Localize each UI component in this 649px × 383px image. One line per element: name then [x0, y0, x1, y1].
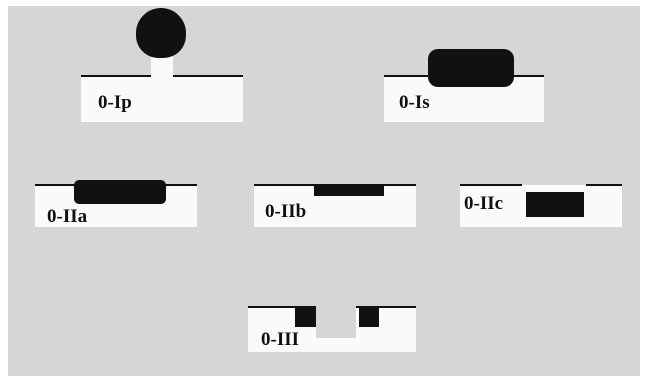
- label-0-iib: 0-IIb: [265, 201, 307, 222]
- label-0-ip: 0-Ip: [98, 92, 132, 113]
- iic-lesion: [526, 192, 584, 217]
- iii-lesion-left: [295, 307, 316, 327]
- iic-surface-left: [460, 184, 522, 186]
- ip-stalk: [151, 54, 173, 78]
- label-0-is: 0-Is: [399, 92, 430, 113]
- iii-surface-left: [248, 306, 316, 308]
- is-lesion: [428, 49, 514, 87]
- iib-lesion: [314, 186, 384, 196]
- iii-ulcer-crater: [316, 300, 356, 338]
- ip-polyp-head: [136, 8, 186, 58]
- ip-surface-right: [173, 75, 243, 77]
- label-0-iia: 0-IIa: [47, 206, 88, 227]
- ip-surface-left: [81, 75, 151, 77]
- label-0-iii: 0-III: [261, 329, 300, 350]
- ip-mucosa: [81, 76, 243, 122]
- iii-surface-right: [356, 306, 416, 308]
- label-0-iic: 0-IIc: [464, 193, 504, 214]
- iib-surface: [254, 184, 416, 186]
- iii-lesion-right: [359, 307, 379, 327]
- iic-surface-right: [586, 184, 622, 186]
- iia-lesion: [74, 180, 166, 204]
- diagram-panel: 0-Ip 0-Is 0-IIa 0-IIb: [8, 6, 640, 376]
